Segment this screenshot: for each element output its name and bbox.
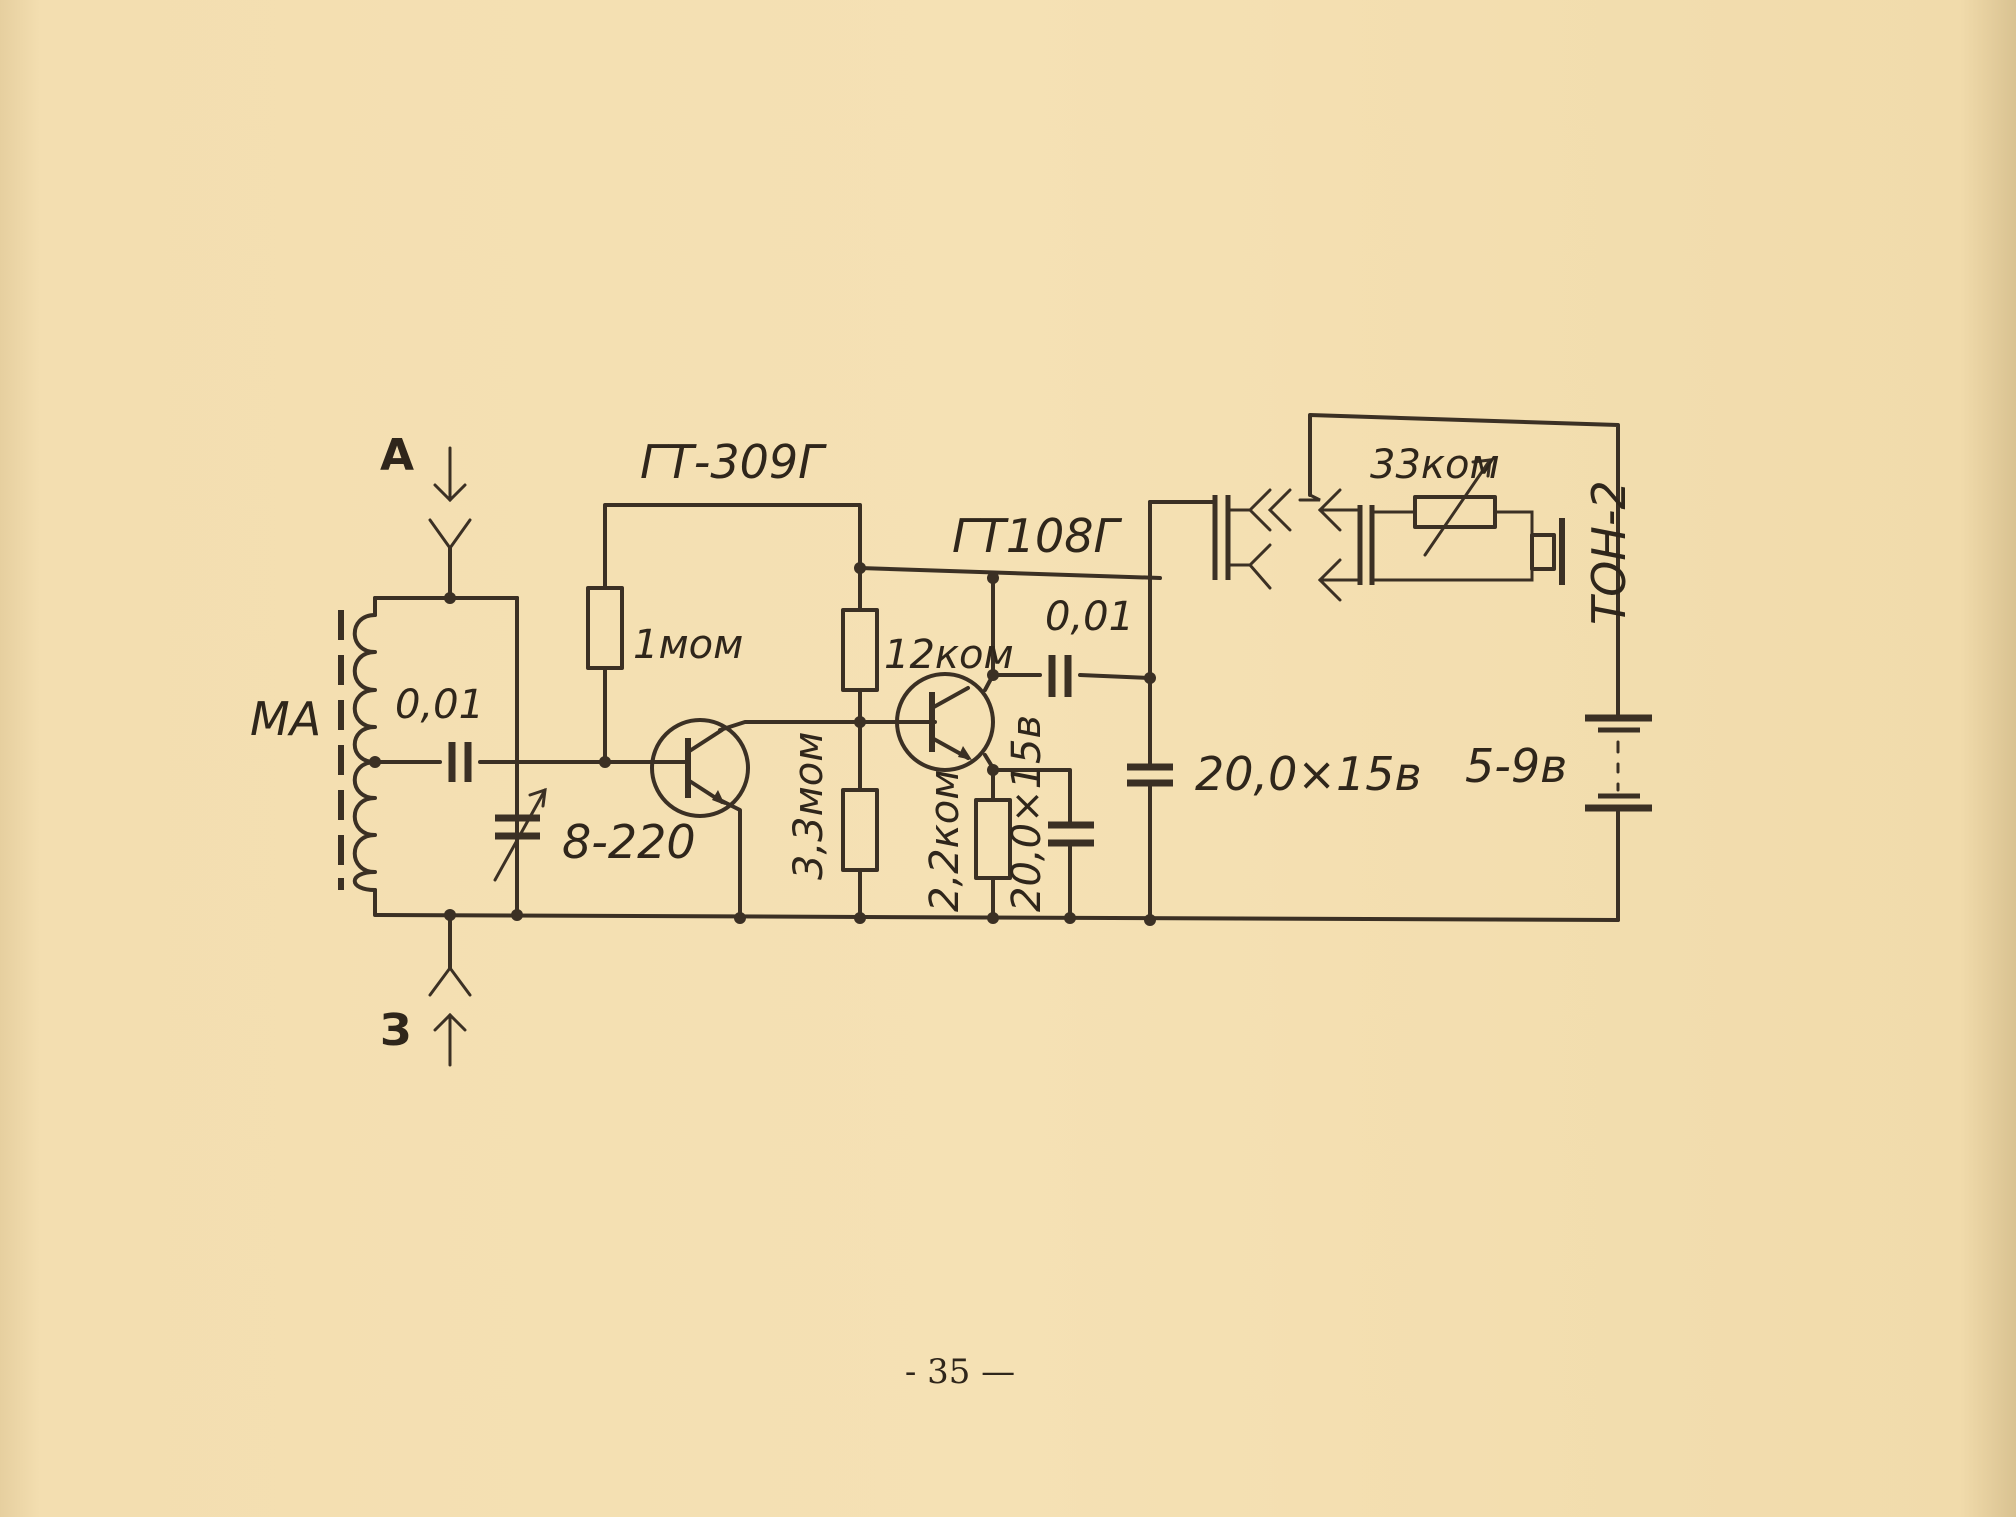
variable-capacitor [493, 787, 547, 882]
ground-symbol [428, 965, 472, 1067]
headphones-symbol [1530, 518, 1565, 585]
resistor-3-3mom [841, 788, 879, 872]
label-filter-capacitor: 20,0×15в [1195, 747, 1422, 801]
phone-jack [1212, 488, 1375, 602]
label-antenna: А [380, 430, 414, 481]
label-variable-capacitor: 8-220 [562, 815, 696, 869]
label-transistor-t2: ГТ108Г [952, 509, 1123, 563]
coil-ma [338, 610, 377, 892]
resistor-1mom [586, 586, 624, 670]
label-coupling-capacitor: 0,01 [1045, 594, 1134, 640]
junction-nodes [369, 562, 1156, 926]
coupling-capacitor [1048, 655, 1072, 697]
label-magnetic-antenna: МА [250, 692, 321, 746]
label-transistor-t1: ГТ-309Г [640, 435, 827, 489]
label-resistor-2-2kom: 2,2ком [922, 770, 968, 912]
emitter-capacitor [1048, 821, 1094, 847]
transistor-t1 [650, 718, 750, 818]
label-battery: 5-9в [1465, 739, 1567, 793]
resistor-2-2kom [974, 798, 1012, 880]
label-emitter-capacitor: 20,0×15в [1004, 715, 1050, 912]
label-input-capacitor: 0,01 [395, 682, 484, 728]
wires [373, 413, 1620, 970]
filter-capacitor [1127, 763, 1173, 787]
page-number: - 35 — [904, 1352, 1016, 1392]
battery-symbol [1585, 714, 1652, 812]
label-resistor-1mom: 1мом [633, 622, 743, 668]
transistor-t2 [895, 672, 995, 772]
label-ground: З [380, 1005, 411, 1056]
label-resistor-12kom: 12ком [884, 632, 1014, 678]
label-resistor-3-3mom: 3,3мом [786, 732, 832, 880]
resistor-12kom [841, 608, 879, 692]
input-capacitor [448, 742, 472, 782]
label-volume-resistor: 33ком [1370, 442, 1500, 488]
antenna-symbol [428, 446, 472, 551]
label-headphones: ТОН-2 [1582, 480, 1636, 625]
